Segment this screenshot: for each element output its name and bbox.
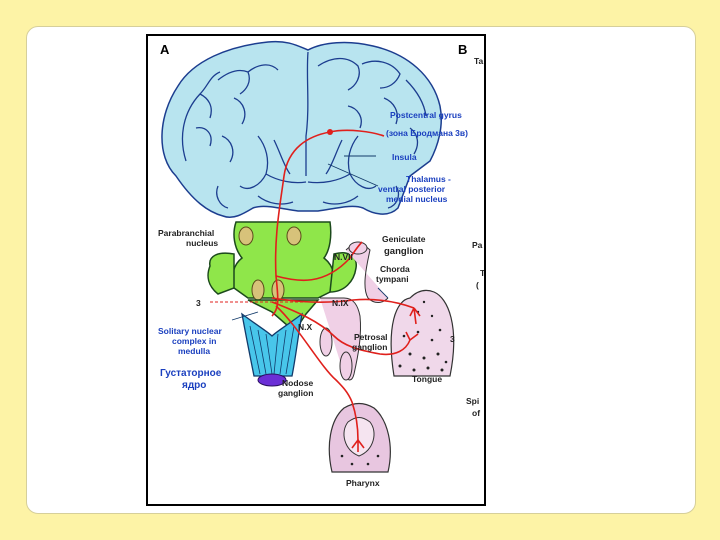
panel-a-label: A xyxy=(160,42,170,57)
parabranchial-label-1: Parabranchial xyxy=(158,228,214,238)
cranial-nerves xyxy=(319,241,389,381)
gustatory-pathway-figure: A B Ta Postcentral gyrus (зона Бродмана … xyxy=(146,34,486,506)
cut-label-t: T xyxy=(480,268,484,278)
solitary-label-2: complex in xyxy=(172,336,216,346)
tongue-illustration xyxy=(390,289,455,377)
chorda-label-2: tympani xyxy=(376,274,409,284)
level-3-left-label: 3 xyxy=(196,298,201,308)
brodmann-zone-label: (зона Бродмана 3в) xyxy=(386,128,468,138)
cut-label-paren: ( xyxy=(476,280,479,290)
gustatory-pathway xyxy=(271,129,421,452)
n-x-label: N.X xyxy=(298,322,313,332)
nodose-label-2: ganglion xyxy=(278,388,313,398)
gustatory-nucleus-label-1: Густаторное xyxy=(160,368,222,379)
nodose-label-1: Nodose xyxy=(282,378,313,388)
cut-label-of: of xyxy=(472,408,480,418)
geniculate-label-1: Geniculate xyxy=(382,234,426,244)
solitary-label-1: Solitary nuclear xyxy=(158,326,222,336)
chorda-label-1: Chorda xyxy=(380,264,410,274)
parabranchial-label-2: nucleus xyxy=(186,238,218,248)
pharynx-label: Pharynx xyxy=(346,478,380,488)
cut-label-pa: Pa xyxy=(472,240,483,250)
cut-label-spi: Spi xyxy=(466,396,479,406)
n-ix-label: N.IX xyxy=(332,298,349,308)
petrosal-label-2: ganglion xyxy=(352,342,387,352)
cut-label-ta: Ta xyxy=(474,56,484,66)
postcentral-gyrus-label: Postcentral gyrus xyxy=(390,110,462,120)
petrosal-label-1: Petrosal xyxy=(354,332,388,342)
geniculate-label-2: ganglion xyxy=(384,246,424,257)
brainstem xyxy=(207,221,357,327)
tongue-label: Tongue xyxy=(412,374,442,384)
solitary-label-3: medulla xyxy=(178,346,210,356)
insula-label: Insula xyxy=(392,152,417,162)
leader-lines xyxy=(231,155,389,321)
level-3-right-label: 3 xyxy=(450,334,455,344)
gustatory-nucleus-label-2: ядро xyxy=(182,380,206,391)
n-vii-label: N.VII xyxy=(334,252,353,262)
pharynx-illustration xyxy=(328,402,391,473)
thalamus-label-2: ventral posterior xyxy=(378,184,446,194)
panel-b-label: B xyxy=(458,42,467,57)
thalamus-label-1: Thalamus - xyxy=(406,174,451,184)
thalamus-label-3: medial nucleus xyxy=(386,194,448,204)
